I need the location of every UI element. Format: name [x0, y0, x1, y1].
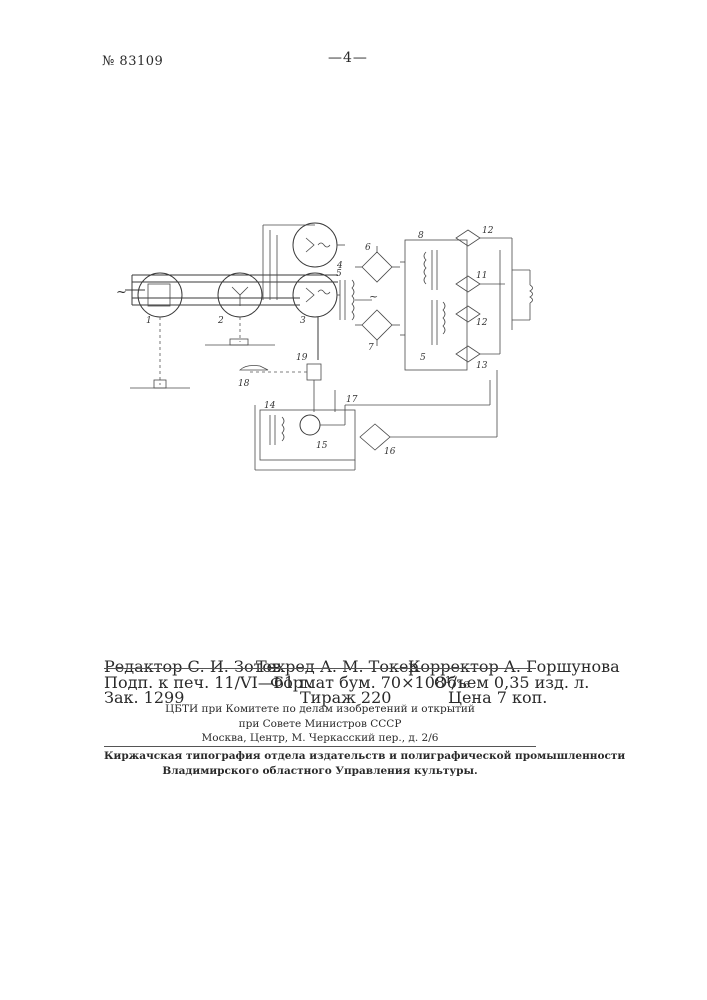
label-14: 14 — [264, 401, 276, 411]
machine-2 — [205, 273, 275, 345]
label-1: 1 — [146, 316, 152, 326]
machine-4 — [263, 223, 345, 300]
label-5: 5 — [336, 269, 342, 279]
org-line-1: ЦБТИ при Комитете по делам изобретений и… — [104, 703, 536, 715]
imprint-row-2: Подп. к печ. 11/VI—61 г. Формат бум. 70×… — [104, 673, 544, 689]
label-17: 17 — [346, 395, 358, 405]
label-15: 15 — [316, 441, 328, 451]
label-19: 19 — [296, 353, 308, 363]
imprint-rule-top — [104, 668, 536, 669]
label-8: 8 — [418, 231, 424, 241]
machine-3 — [293, 273, 337, 317]
label-2: 2 — [217, 316, 224, 326]
load-winding — [512, 270, 533, 320]
org-line-2: при Совете Министров СССР — [104, 718, 536, 730]
label-18: 18 — [238, 379, 250, 389]
label-tilde-left: ~ — [116, 285, 127, 300]
label-12-top: 12 — [482, 226, 494, 236]
address-line: Москва, Центр, М. Черкасский пер., д. 2/… — [104, 732, 536, 744]
bridge-7 — [355, 310, 400, 346]
input-bus — [125, 275, 338, 305]
label-16: 16 — [384, 447, 396, 457]
control-section — [240, 364, 497, 470]
imprint-rule-bottom — [104, 746, 536, 747]
printer-line-2: Владимирского областного Управления куль… — [104, 765, 536, 777]
label-7: 7 — [368, 343, 374, 353]
circuit-diagram: ~ 1 2 3 4 5 6 7 8 12 11 12 5 13 19 18 17… — [0, 0, 707, 520]
bridge-6 — [355, 246, 400, 282]
label-3: 3 — [300, 316, 306, 326]
label-13: 13 — [476, 361, 488, 371]
transformer-5 — [318, 280, 372, 360]
machine-1 — [130, 273, 190, 388]
label-12: 12 — [476, 318, 488, 328]
printer-line-1: Киржачская типография отдела издательств… — [104, 750, 536, 762]
label-11: 11 — [476, 271, 487, 281]
magnetic-amplifiers — [400, 230, 512, 370]
label-tilde-right: ~ — [369, 290, 378, 303]
label-6: 6 — [365, 243, 371, 253]
imprint-row-3: Зак. 1299 Тираж 220 Цена 7 коп. — [104, 688, 544, 704]
label-5b: 5 — [420, 353, 426, 363]
imprint-row-1: Редактор С. И. Зотов Техред А. М. Токер … — [104, 657, 544, 673]
